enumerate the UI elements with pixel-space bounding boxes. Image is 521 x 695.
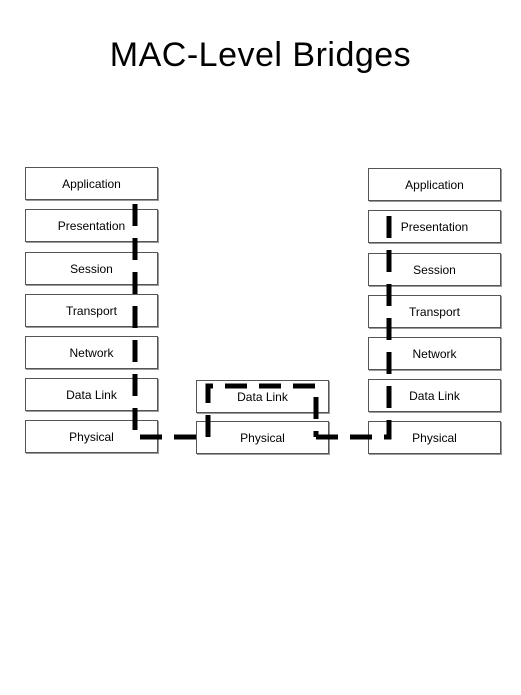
right-layer-application: Application (368, 168, 501, 201)
left-layer-application: Application (25, 167, 158, 200)
bridge-layer-physical: Physical (196, 421, 329, 454)
right-path-segment (316, 204, 392, 440)
bridge-layer-data-link: Data Link (196, 380, 329, 413)
bridge-path-segment (205, 383, 319, 437)
slide-title: MAC-Level Bridges (109, 36, 412, 74)
left-path-segment (132, 204, 208, 440)
